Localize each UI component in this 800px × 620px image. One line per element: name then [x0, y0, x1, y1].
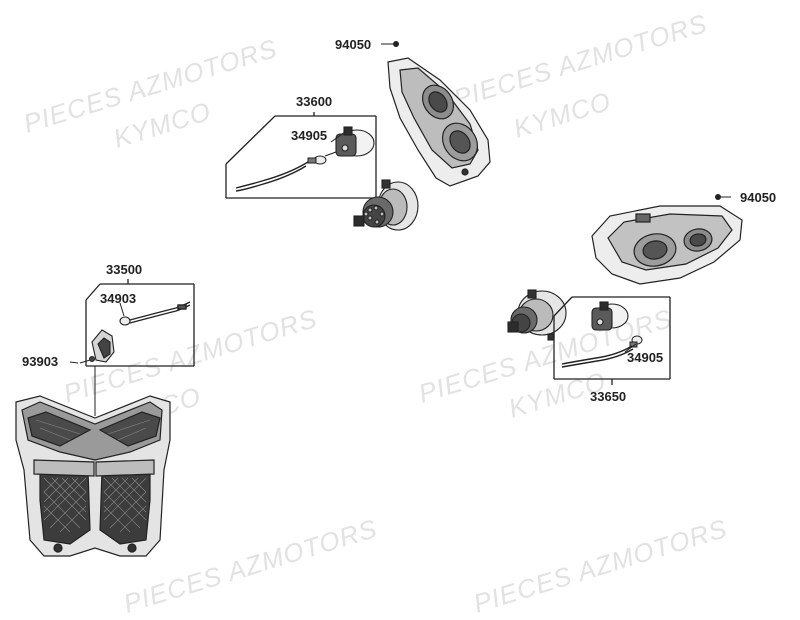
- bracket-33500: [85, 279, 195, 367]
- part-label-33600: 33600: [296, 94, 333, 109]
- parts-diagram: PIECES AZMOTORS KYMCO PIECES AZMOTORS KY…: [15, 8, 777, 619]
- diagram-artwork: [15, 41, 743, 557]
- part-label-93903: 93903: [22, 354, 59, 369]
- bulb-socket-right: [591, 301, 629, 331]
- wire-harness-top: [235, 161, 309, 192]
- grille-mesh: [35, 419, 151, 533]
- part-label-33500: 33500: [106, 262, 143, 277]
- part-label-94050: 94050: [740, 190, 777, 205]
- small-bulb-right: [629, 335, 643, 348]
- headlight-housing-right: [591, 205, 743, 285]
- position-lamp: [91, 316, 131, 363]
- front-cover: [15, 395, 171, 557]
- headlight-housing-top: [387, 57, 491, 187]
- bulb-socket-top: [324, 126, 375, 157]
- screw-94050-right: [715, 194, 721, 200]
- bracket-33650: [553, 296, 671, 385]
- part-label-94050: 94050: [335, 37, 372, 52]
- screw-93903: [79, 356, 95, 364]
- reflector-assembly-top: [353, 179, 419, 231]
- part-label-33650: 33650: [590, 389, 627, 404]
- screw-94050-top: [393, 41, 399, 47]
- bracket-33600: [225, 112, 377, 199]
- part-label-34905: 34905: [627, 350, 664, 365]
- leader-lines: [69, 43, 731, 416]
- small-bulb-top: [307, 155, 327, 165]
- reflector-assembly-right: [507, 289, 567, 341]
- wire-harness-right: [561, 345, 634, 368]
- part-label-34905: 34905: [291, 128, 328, 143]
- part-label-34903: 34903: [100, 291, 137, 306]
- wire-harness-left: [129, 301, 191, 324]
